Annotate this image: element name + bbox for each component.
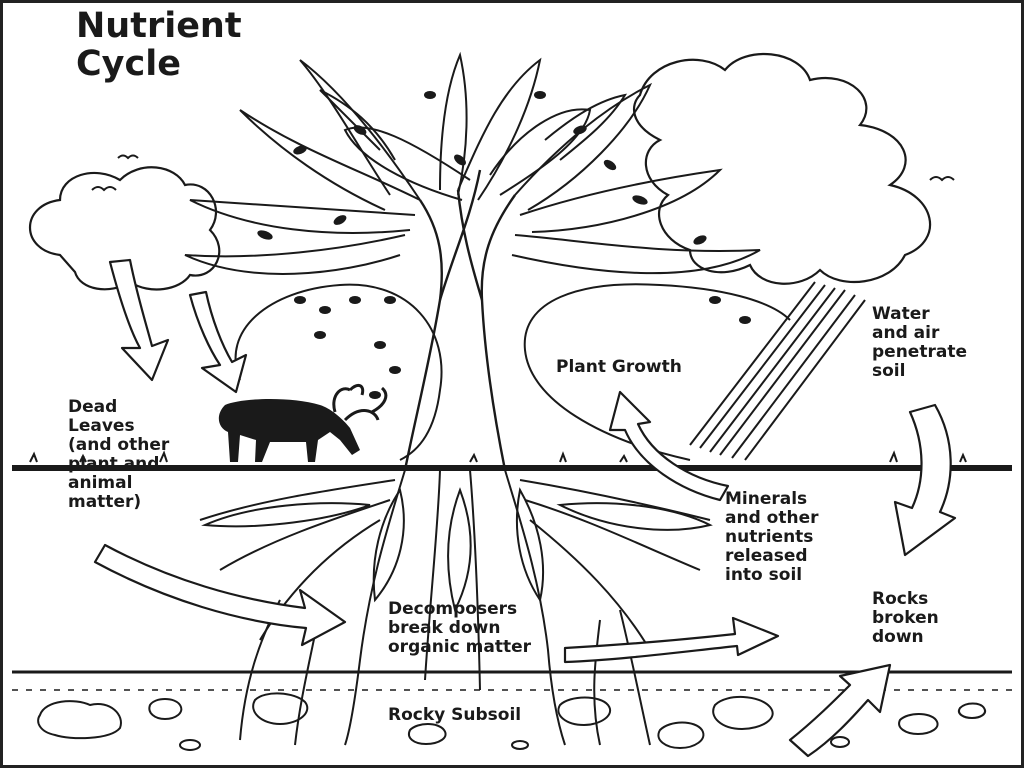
label-water-air: Water and air penetrate soil [872, 304, 967, 382]
diagram-title: Nutrient Cycle [76, 6, 242, 84]
arrow-to-decomposers [93, 543, 347, 647]
tree-canopy [184, 51, 761, 275]
deer-silhouette [218, 383, 388, 462]
birds [91, 154, 955, 192]
arrow-decomposers-to-minerals [563, 616, 780, 664]
label-minerals: Minerals and other nutrients released in… [725, 489, 819, 586]
root-loops [201, 487, 713, 613]
cloud-right [632, 52, 932, 285]
tree-trunk [403, 169, 516, 471]
arrow-water-into-soil [893, 403, 957, 557]
label-plant-growth: Plant Growth [556, 357, 682, 377]
cloud-left [28, 166, 221, 291]
subsoil-rocks [37, 692, 986, 751]
arrow-leaves-fall [108, 258, 248, 394]
label-decomposers: Decomposers break down organic matter [388, 599, 531, 658]
label-rocks-broken: Rocks broken down [872, 589, 939, 648]
canopy-leaves [257, 91, 751, 324]
falling-leaves [294, 296, 401, 399]
arrow-to-plant-growth [608, 390, 730, 502]
ground-surface [12, 450, 1012, 471]
water-air-lines [689, 281, 866, 461]
subsoil-layer [12, 670, 1012, 691]
plant-growth-loop [523, 283, 791, 461]
arrow-rocks-broken [788, 663, 892, 758]
falling-leaves-loop [234, 283, 443, 461]
label-dead-leaves: Dead Leaves (and other plant and animal … [68, 397, 170, 513]
label-rocky-subsoil: Rocky Subsoil [388, 705, 522, 725]
